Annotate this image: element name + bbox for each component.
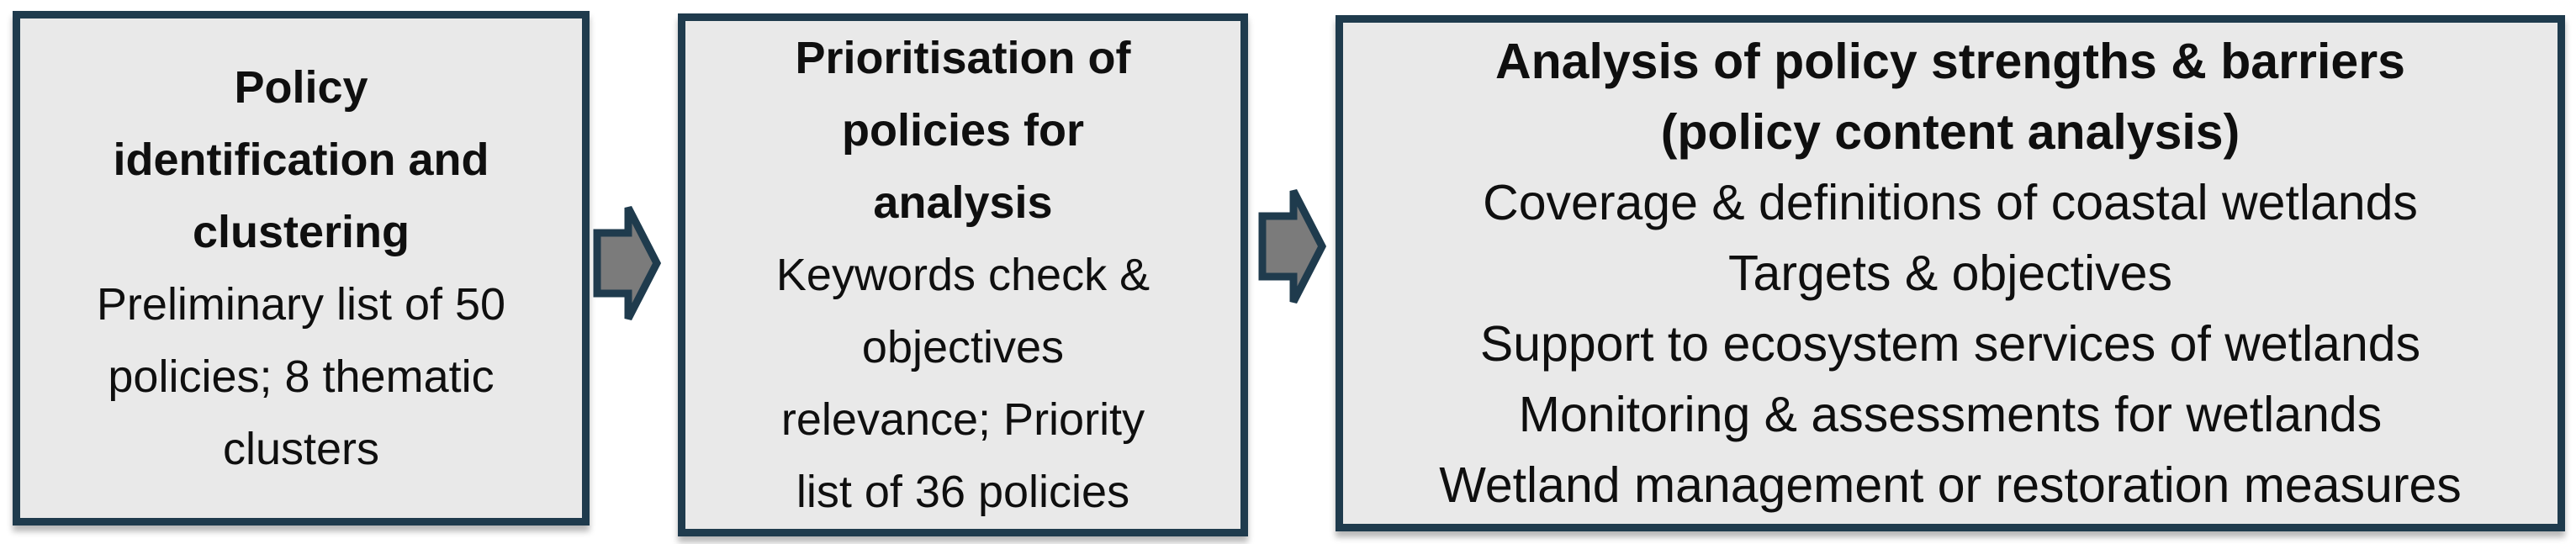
box-title-line: clustering	[192, 207, 410, 257]
box-title-line: Prioritisation of	[795, 33, 1131, 83]
box-title-line: analysis	[873, 177, 1053, 228]
box-body-line: policies; 8 thematic	[108, 351, 495, 402]
arrow-right-icon	[592, 203, 662, 328]
flow-box-analysis-of-policy-strengths-and-barriers: Analysis of policy strengths & barriers …	[1336, 15, 2565, 531]
box-title-line: Policy	[234, 62, 368, 113]
flow-box-policy-identification-and-clustering: Policy identification and clustering Pre…	[13, 11, 590, 526]
box-title-line: Analysis of policy strengths & barriers	[1495, 34, 2405, 89]
box-body-line: Preliminary list of 50	[96, 279, 506, 330]
box-title-line: policies for	[841, 105, 1085, 156]
box-title-line: identification and	[113, 135, 489, 185]
box-body-line: Support to ecosystem services of wetland…	[1479, 316, 2421, 372]
flow-box-prioritisation-of-policies: Prioritisation of policies for analysis …	[678, 13, 1248, 536]
box-body-line: Coverage & definitions of coastal wetlan…	[1483, 175, 2418, 230]
box-body-line: clusters	[222, 424, 380, 474]
box-body-line: relevance; Priority	[780, 394, 1145, 445]
box-body-line: Monitoring & assessments for wetlands	[1518, 387, 2383, 442]
box-body-line: objectives	[861, 322, 1065, 372]
box-body-line: Wetland management or restoration measur…	[1439, 457, 2462, 513]
box-body-line: list of 36 policies	[796, 467, 1130, 517]
arrow-right-icon	[1257, 186, 1327, 311]
box-title-line: (policy content analysis)	[1660, 104, 2240, 160]
box-body-line: Targets & objectives	[1728, 246, 2172, 301]
box-body-line: Keywords check &	[775, 250, 1150, 300]
